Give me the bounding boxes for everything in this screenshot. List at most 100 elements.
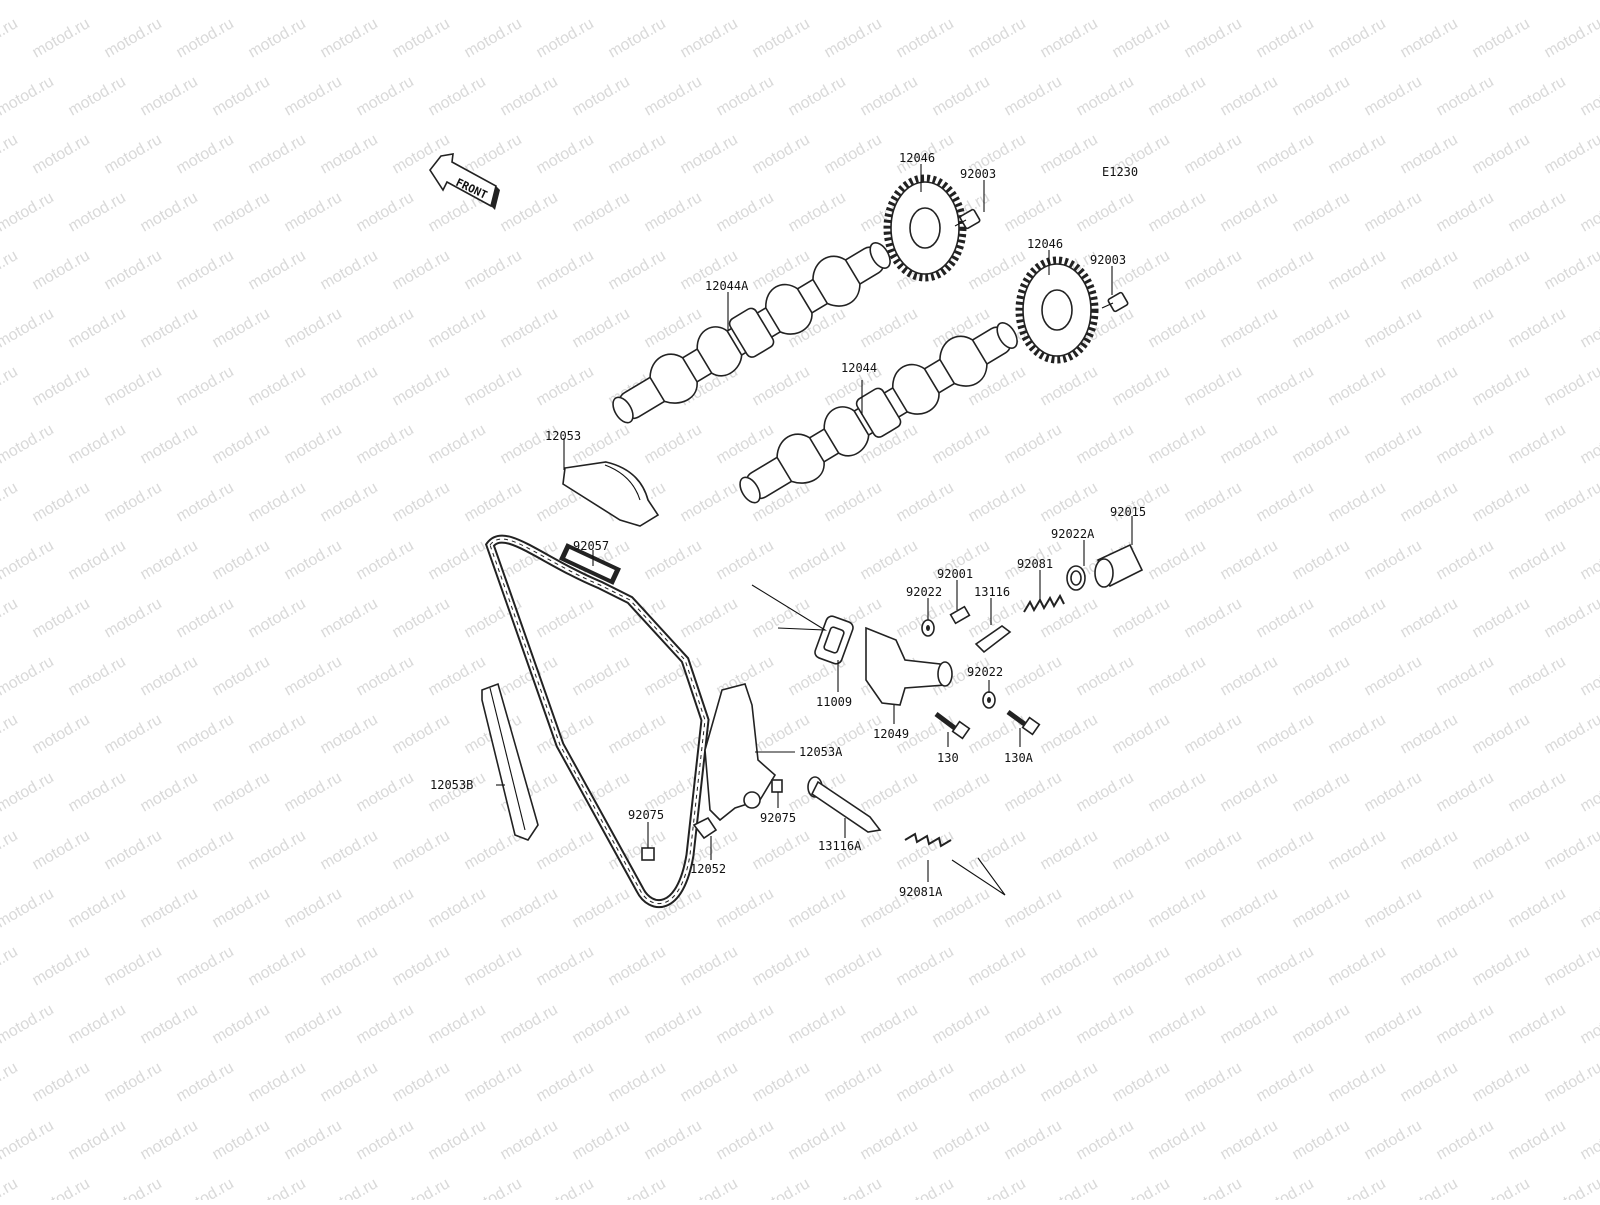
watermark-text: motod.ru [1578, 73, 1600, 119]
label-92075-left: 92075 [628, 808, 664, 822]
watermark-text: motod.ru [354, 189, 417, 235]
block-92075-a-icon [642, 848, 654, 860]
watermark-text: motod.ru [354, 653, 417, 699]
watermark-text: motod.ru [246, 247, 309, 293]
watermark-text: motod.ru [138, 305, 201, 351]
watermark-text: motod.ru [462, 479, 525, 525]
watermark-text: motod.ru [30, 827, 93, 873]
watermark-text: motod.ru [1578, 1117, 1600, 1163]
watermark-text: motod.ru [498, 885, 561, 931]
watermark-text: motod.ru [1254, 943, 1317, 989]
watermark-text: motod.ru [0, 0, 57, 3]
watermark-text: motod.ru [606, 1059, 669, 1105]
watermark-text: motod.ru [354, 885, 417, 931]
watermark-text: motod.ru [930, 1117, 993, 1163]
watermark-text: motod.ru [318, 15, 381, 61]
watermark-text: motod.ru [390, 479, 453, 525]
watermark-text: motod.ru [1218, 421, 1281, 467]
watermark-text: motod.ru [102, 595, 165, 641]
washer-92022-lower-icon [983, 692, 995, 708]
watermark-text: motod.ru [1470, 247, 1533, 293]
watermark-text: motod.ru [822, 479, 885, 525]
watermark-text: motod.ru [30, 1175, 93, 1200]
watermark-text: motod.ru [66, 1117, 129, 1163]
watermark-text: motod.ru [1110, 1175, 1173, 1200]
watermark-text: motod.ru [1002, 1117, 1065, 1163]
watermark-text: motod.ru [1434, 421, 1497, 467]
watermark-text: motod.ru [1578, 305, 1600, 351]
watermark-text: motod.ru [1578, 1001, 1600, 1047]
watermark-text: motod.ru [1362, 305, 1425, 351]
watermark-text: motod.ru [498, 0, 561, 3]
watermark-text: motod.ru [498, 1001, 561, 1047]
watermark-text: motod.ru [246, 827, 309, 873]
watermark-text: motod.ru [246, 363, 309, 409]
watermark-text: motod.ru [246, 1059, 309, 1105]
watermark-text: motod.ru [174, 479, 237, 525]
watermark-text: motod.ru [1182, 479, 1245, 525]
watermark-text: motod.ru [822, 131, 885, 177]
watermark-text: motod.ru [1398, 1175, 1461, 1200]
watermark-text: motod.ru [318, 1059, 381, 1105]
watermark-text: motod.ru [1398, 131, 1461, 177]
watermark-text: motod.ru [1146, 537, 1209, 583]
watermark-text: motod.ru [1254, 479, 1317, 525]
watermark-text: motod.ru [786, 0, 849, 3]
watermark-text: motod.ru [0, 1059, 21, 1105]
watermark-text: motod.ru [1146, 769, 1209, 815]
watermark-text: motod.ru [0, 189, 57, 235]
watermark-text: motod.ru [318, 711, 381, 757]
washer-92022A [1067, 566, 1085, 590]
watermark-text: motod.ru [246, 711, 309, 757]
watermark-text: motod.ru [1038, 131, 1101, 177]
watermark-text: motod.ru [786, 537, 849, 583]
watermark-text: motod.ru [498, 189, 561, 235]
watermark-text: motod.ru [1434, 1117, 1497, 1163]
watermark-text: motod.ru [1182, 131, 1245, 177]
watermark-text: motod.ru [570, 885, 633, 931]
watermark-text: motod.ru [930, 421, 993, 467]
watermark-text: motod.ru [318, 595, 381, 641]
watermark-text: motod.ru [1002, 885, 1065, 931]
watermark-text: motod.ru [174, 1175, 237, 1200]
watermark-text: motod.ru [714, 421, 777, 467]
watermark-text: motod.ru [1146, 885, 1209, 931]
watermark-text: motod.ru [30, 1059, 93, 1105]
watermark-text: motod.ru [1542, 479, 1600, 525]
watermark-text: motod.ru [1290, 1117, 1353, 1163]
watermark-text: motod.ru [534, 247, 597, 293]
watermark-text: motod.ru [282, 885, 345, 931]
watermark-text: motod.ru [1506, 73, 1569, 119]
watermark-text: motod.ru [1290, 0, 1353, 3]
watermark-text: motod.ru [138, 1117, 201, 1163]
watermark-text: motod.ru [858, 0, 921, 3]
watermark-text: motod.ru [210, 421, 273, 467]
watermark-text: motod.ru [282, 769, 345, 815]
watermark-text: motod.ru [1434, 73, 1497, 119]
watermark-text: motod.ru [714, 73, 777, 119]
watermark-text: motod.ru [1506, 1117, 1569, 1163]
label-12046-lower: 12046 [1027, 237, 1063, 251]
watermark-text: motod.ru [642, 1001, 705, 1047]
watermark-text: motod.ru [1506, 305, 1569, 351]
watermark-text: motod.ru [1434, 0, 1497, 3]
watermark-text: motod.ru [1434, 885, 1497, 931]
watermark-text: motod.ru [1074, 1117, 1137, 1163]
watermark-text: motod.ru [1074, 421, 1137, 467]
watermark-text: motod.ru [930, 73, 993, 119]
watermark-text: motod.ru [354, 1001, 417, 1047]
watermark-text: motod.ru [390, 15, 453, 61]
watermark-text: motod.ru [1290, 653, 1353, 699]
watermark-text: motod.ru [0, 711, 21, 757]
watermark-text: motod.ru [1218, 189, 1281, 235]
watermark-text: motod.ru [138, 1001, 201, 1047]
watermark-text: motod.ru [1074, 73, 1137, 119]
label-92022-lower: 92022 [967, 665, 1003, 679]
watermark-text: motod.ru [678, 595, 741, 641]
watermark-text: motod.ru [642, 1117, 705, 1163]
watermark-text: motod.ru [570, 1001, 633, 1047]
watermark-text: motod.ru [822, 15, 885, 61]
watermark-text: motod.ru [1146, 1117, 1209, 1163]
watermark-text: motod.ru [66, 653, 129, 699]
watermark-text: motod.ru [1470, 15, 1533, 61]
